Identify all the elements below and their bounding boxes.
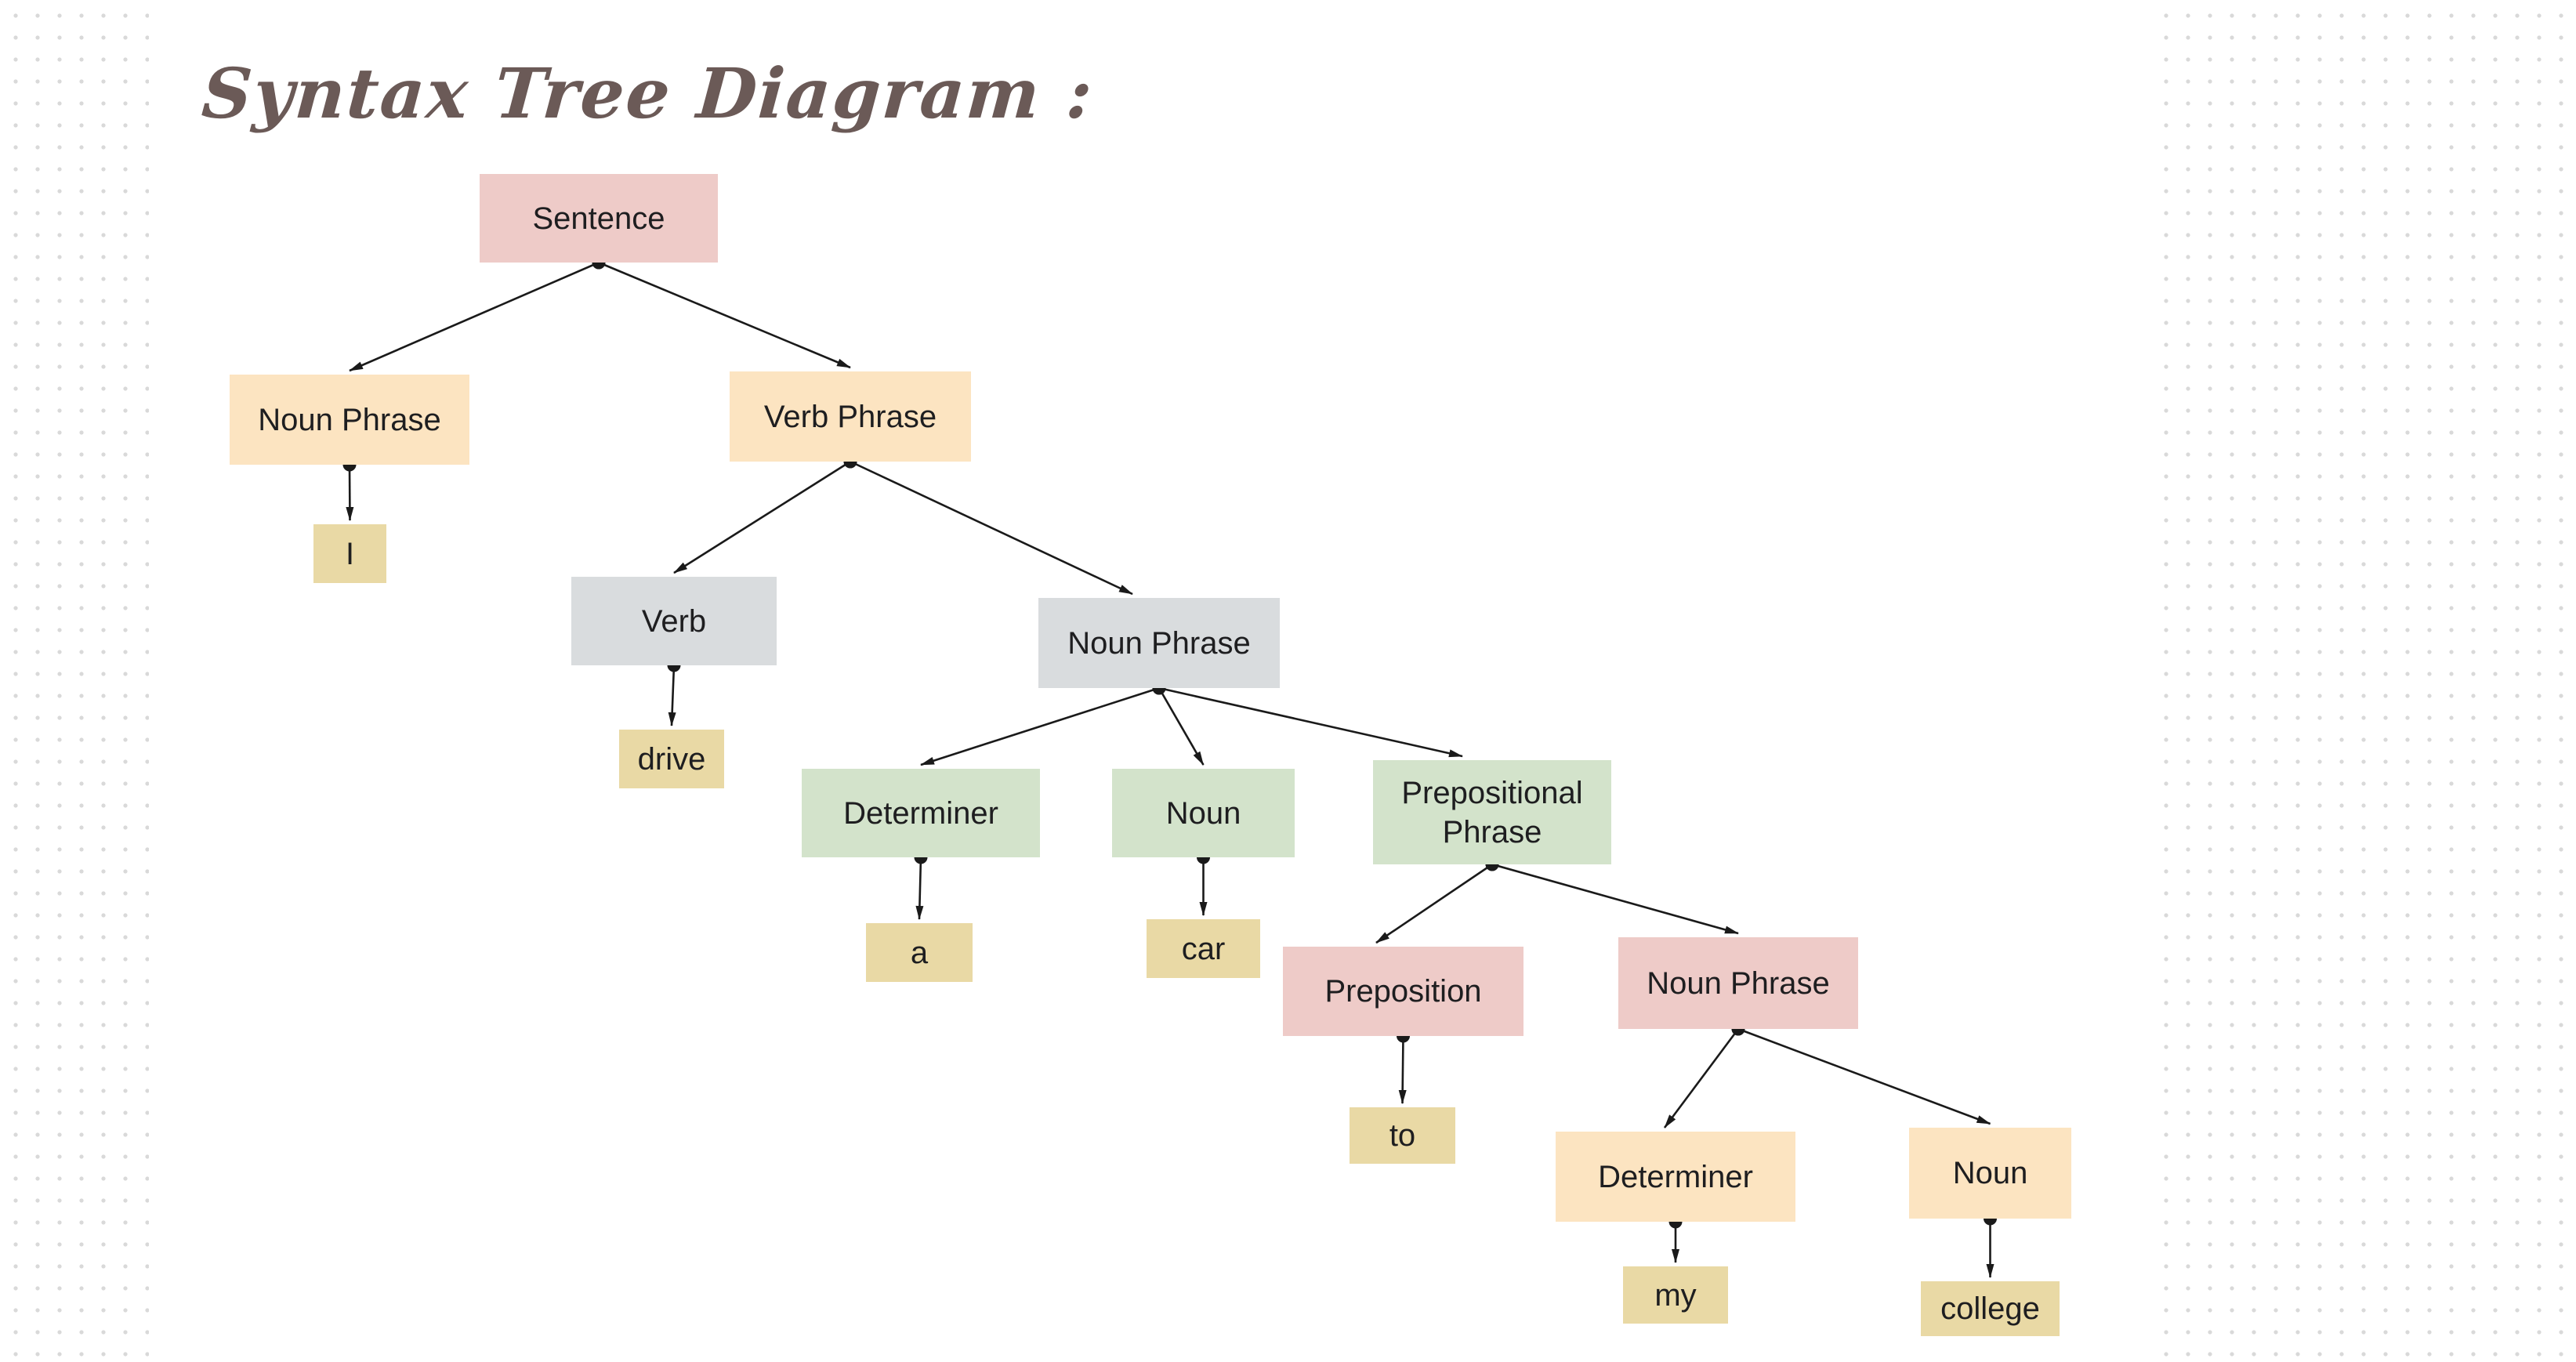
edge-pp-prep — [1375, 857, 1499, 944]
edge-np3-det2 — [1663, 1022, 1745, 1128]
edge-sentence-vp — [592, 255, 851, 369]
tree-node-a[interactable]: a — [866, 923, 973, 982]
tree-node-to[interactable]: to — [1350, 1107, 1455, 1164]
tree-node-verb[interactable]: Verb — [571, 577, 777, 665]
tree-node-pp[interactable]: Prepositional Phrase — [1373, 760, 1611, 864]
edge-np3-noun2 — [1731, 1022, 1991, 1125]
tree-node-np3[interactable]: Noun Phrase — [1618, 937, 1858, 1029]
tree-node-label: Verb — [641, 603, 707, 639]
edge-np2-pp — [1152, 681, 1463, 758]
tree-node-drive[interactable]: drive — [619, 730, 724, 788]
tree-node-noun2[interactable]: Noun — [1909, 1128, 2071, 1219]
edge-prep-to — [1397, 1029, 1410, 1104]
tree-node-vp[interactable]: Verb Phrase — [730, 371, 971, 462]
tree-node-det1[interactable]: Determiner — [802, 769, 1040, 857]
edge-vp-verb — [673, 455, 857, 574]
edge-noun1-car — [1197, 850, 1210, 916]
tree-node-label: Preposition — [1324, 974, 1482, 1009]
page-title: Syntax Tree Diagram : — [199, 52, 1097, 134]
tree-node-label: Noun Phrase — [258, 402, 441, 437]
tree-node-label: college — [1940, 1291, 2040, 1326]
tree-node-i[interactable]: I — [313, 524, 386, 583]
tree-node-noun1[interactable]: Noun — [1112, 769, 1295, 857]
tree-node-label: car — [1181, 931, 1226, 966]
tree-node-label: I — [345, 536, 355, 571]
tree-node-label: Noun Phrase — [1067, 625, 1251, 661]
edge-noun2-college — [1984, 1212, 1997, 1278]
edge-sentence-np1 — [349, 255, 606, 372]
tree-node-label: Verb Phrase — [763, 399, 937, 434]
tree-node-label: Noun — [1952, 1156, 2028, 1190]
tree-node-label: Determiner — [843, 795, 998, 831]
edge-det2-my — [1668, 1215, 1683, 1263]
tree-node-label: a — [910, 935, 929, 970]
edge-verb-drive — [667, 658, 681, 726]
tree-node-label: Noun — [1165, 795, 1241, 831]
edge-vp-np2 — [843, 455, 1133, 596]
tree-node-sentence[interactable]: Sentence — [480, 174, 718, 263]
tree-node-label: Determiner — [1598, 1159, 1753, 1194]
tree-node-prep[interactable]: Preposition — [1283, 947, 1523, 1036]
tree-node-np1[interactable]: Noun Phrase — [230, 375, 469, 465]
edge-np2-det1 — [920, 681, 1166, 766]
tree-node-car[interactable]: car — [1147, 919, 1260, 978]
tree-node-label: to — [1389, 1118, 1416, 1153]
tree-node-np2[interactable]: Noun Phrase — [1038, 598, 1280, 688]
tree-node-label: Noun Phrase — [1647, 965, 1830, 1001]
tree-node-college[interactable]: college — [1921, 1281, 2060, 1336]
edge-pp-np3 — [1485, 857, 1739, 935]
edge-det1-a — [914, 850, 928, 920]
tree-node-label: Prepositional Phrase — [1401, 775, 1583, 849]
tree-node-my[interactable]: my — [1623, 1266, 1728, 1324]
tree-node-label: my — [1654, 1277, 1697, 1313]
tree-node-det2[interactable]: Determiner — [1556, 1132, 1795, 1222]
edge-np1-i — [342, 458, 357, 521]
tree-node-label: drive — [637, 741, 706, 777]
tree-node-label: Sentence — [532, 201, 665, 236]
